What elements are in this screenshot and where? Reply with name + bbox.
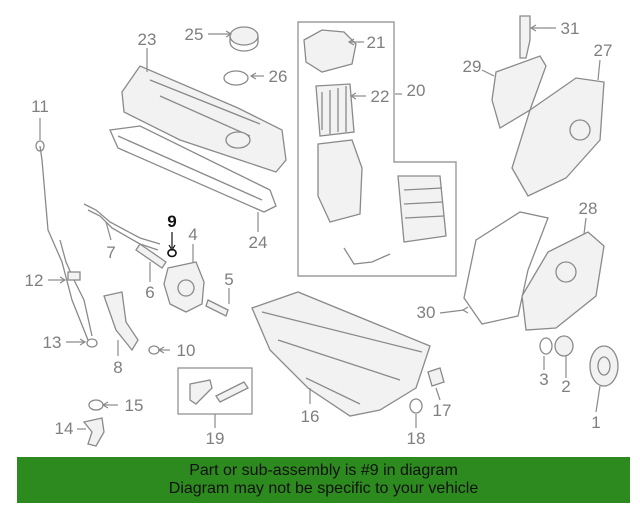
callout-14: 14 [55, 419, 74, 438]
callout-23: 23 [138, 30, 157, 49]
part-23-valve-cover [121, 65, 287, 173]
part-filter-housing [317, 139, 363, 223]
callout-24: 24 [249, 233, 268, 252]
part-27-timing-cover [511, 77, 605, 197]
part-8-bracket [103, 291, 139, 352]
callout-6: 6 [145, 283, 154, 302]
part-7-pipe [83, 203, 161, 245]
part-24-gasket [109, 125, 277, 213]
callout-10: 10 [177, 341, 196, 360]
part-6-tube [135, 243, 167, 269]
callout-20: 20 [407, 81, 426, 100]
part-3-seal [539, 337, 553, 355]
part-cooler-pipe [343, 247, 391, 265]
callout-4: 4 [188, 225, 197, 244]
part-10-oring [148, 345, 160, 355]
callout-7: 7 [106, 243, 115, 262]
part-13-oring [86, 338, 98, 348]
callout-12: 12 [25, 271, 44, 290]
part-18-washer [409, 398, 423, 414]
part-14-sensor [82, 417, 105, 447]
part-20-assembly-box [297, 21, 457, 277]
callout-16: 16 [301, 407, 320, 426]
part-30-gasket [463, 211, 549, 325]
part-2-sprocket [554, 335, 574, 357]
callout-27: 27 [594, 41, 613, 60]
callout-11: 11 [31, 97, 49, 116]
callout-21: 21 [367, 33, 386, 52]
callout-25: 25 [185, 25, 204, 44]
part-17-plug [427, 367, 445, 387]
callout-31: 31 [561, 19, 580, 38]
part-31-sensor [519, 15, 531, 59]
callout-26: 26 [269, 67, 288, 86]
callout-17: 17 [433, 401, 452, 420]
callout-18: 18 [407, 429, 426, 448]
callout-29: 29 [463, 57, 482, 76]
callout-15: 15 [125, 396, 144, 415]
part-25-cap [229, 26, 259, 46]
part-oil-cooler [397, 175, 447, 243]
banner-line-1: Part or sub-assembly is #9 in diagram [189, 462, 458, 479]
callout-3: 3 [539, 370, 548, 389]
part-16-oil-pan [251, 291, 431, 417]
part-1-pulley [589, 345, 619, 387]
part-15-washer [88, 399, 104, 411]
part-5-bolt [205, 299, 229, 317]
info-banner: Part or sub-assembly is #9 in diagram Di… [17, 457, 630, 503]
banner-line-2: Diagram may not be specific to your vehi… [168, 480, 479, 497]
callout-30: 30 [417, 303, 436, 322]
callout-1: 1 [591, 413, 600, 432]
callout-28: 28 [579, 199, 598, 218]
callout-22: 22 [371, 87, 390, 106]
callout-13: 13 [43, 333, 62, 352]
part-22-filter-element [315, 83, 355, 137]
callout-2: 2 [561, 377, 570, 396]
part-4-pump [163, 261, 205, 313]
callout-19: 19 [206, 429, 225, 448]
part-12-tube [59, 239, 93, 337]
part-11-dipstick [39, 145, 89, 341]
callout-5: 5 [224, 270, 233, 289]
callout-8: 8 [113, 358, 122, 377]
part-26-seal [223, 70, 249, 86]
part-21-filter-cap [303, 29, 357, 73]
callout-9: 9 [167, 212, 176, 231]
